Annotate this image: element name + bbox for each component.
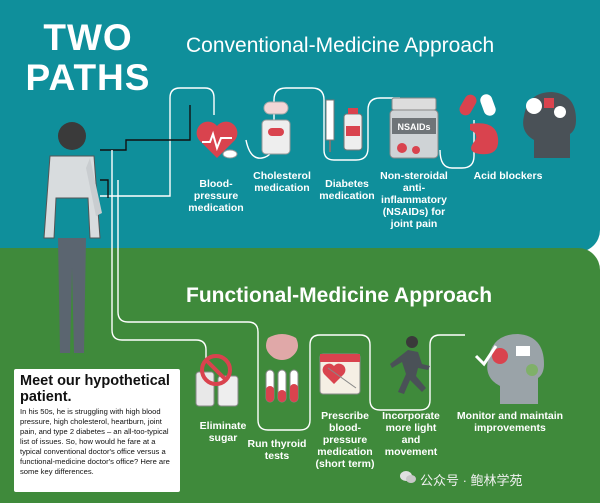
patient-figure [43,122,102,353]
patient-title: Meet our hypothetical patient. [20,373,170,405]
conventional-label-1: Blood-pressure medication [188,178,244,214]
heart-pill-icon [196,121,238,159]
no-sugar-icon [195,354,239,407]
watermark: 公众号 · 鲍林学苑 [420,473,523,488]
wechat-icon [400,471,416,483]
runner-icon [390,336,430,394]
svg-text:NSAIDs: NSAIDs [397,122,430,132]
patient-description: In his 50s, he is struggling with high b… [20,407,170,476]
calendar-heart-icon [319,353,361,395]
healthy-head-icon [474,334,544,404]
conventional-heading: Conventional-Medicine Approach [186,34,495,57]
nsaids-bottle-icon: NSAIDs [389,97,439,159]
conventional-label-4: Non-steroidal anti-inflammatory (NSAIDs)… [380,170,448,230]
functional-label-1: Eliminate sugar [199,420,247,444]
pills-icon [261,101,291,155]
functional-heading: Functional-Medicine Approach [186,284,493,307]
functional-label-5: Monitor and maintain improvements [456,410,564,434]
stomach-capsule-icon [459,94,499,155]
conventional-label-2: Cholesterol medication [253,170,311,194]
functional-label-3: Prescribe blood-pressure medication (sho… [315,410,375,470]
thyroid-test-tubes-icon [265,334,299,403]
functional-label-4: Incorporate more light and movement [382,410,440,458]
patient-info-box: Meet our hypothetical patient. In his 50… [14,369,180,492]
conventional-label-5: Acid blockers [473,170,543,182]
functional-label-2: Run thyroid tests [247,438,307,462]
page-title: TWO PATHS [25,17,151,98]
conventional-label-3: Diabetes medication [319,178,375,202]
insulin-syringe-icon [325,99,363,152]
thinking-head-icon [523,92,576,158]
